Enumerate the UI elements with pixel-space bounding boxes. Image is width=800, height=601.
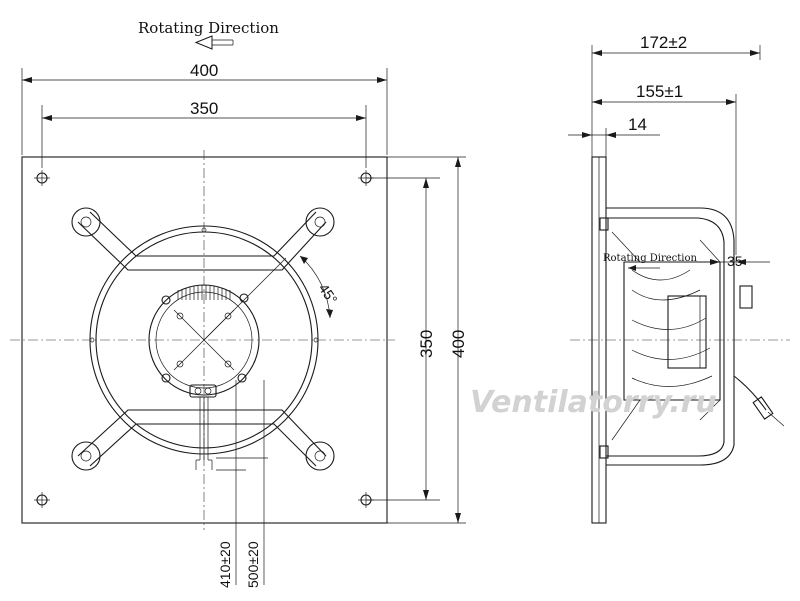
cable-dimensions: 410±20 500±20 (216, 380, 268, 588)
mounting-hole (34, 492, 50, 508)
cooling-fins (177, 285, 231, 300)
dim-400-height: 400 (449, 330, 468, 358)
rotating-direction-label: Rotating Direction (138, 19, 279, 37)
mounting-plate (21, 156, 388, 524)
mounting-hole (358, 492, 374, 508)
dim-35-inlet: 35 (727, 253, 743, 269)
watermark: Ventilatorry.ru (470, 385, 717, 420)
front-view: Rotating Direction 400 350 (10, 19, 468, 588)
side-rotating-direction-label: Rotating Direction (603, 253, 698, 264)
mounting-hole (34, 170, 50, 186)
side-rotating-arrow-icon (628, 265, 660, 271)
cable-gland (189, 384, 217, 470)
rotating-direction-arrow-icon (194, 35, 234, 50)
dimension-14: 14 (568, 115, 660, 157)
dim-155-depth: 155±1 (636, 82, 683, 101)
dim-cable-410: 410±20 (217, 541, 233, 588)
dim-172-depth: 172±2 (640, 33, 687, 52)
fan-housing (599, 207, 785, 466)
upper-support-bracket (71, 207, 335, 271)
mounting-hole (358, 170, 374, 186)
dim-14-plate: 14 (628, 115, 647, 134)
dimension-155: 155±1 (592, 82, 737, 255)
lower-support-bracket (71, 409, 335, 471)
angle-indicator: 45° (203, 255, 341, 341)
dim-350-width: 350 (190, 99, 218, 118)
dim-400-width: 400 (190, 61, 218, 80)
mounting-holes (34, 170, 374, 508)
dimension-350-right: 350 (366, 177, 440, 501)
dim-45-angle: 45° (316, 281, 341, 308)
side-view: 172±2 155±1 14 (568, 33, 790, 524)
dimension-400-right: 400 (387, 156, 468, 524)
dimension-400-top: 400 (21, 61, 388, 155)
dim-cable-500: 500±20 (245, 541, 261, 588)
dim-350-height: 350 (417, 330, 436, 358)
dimension-172: 172±2 (591, 33, 761, 157)
dimension-350-top: 350 (41, 99, 367, 168)
dimension-35: 35 (710, 253, 770, 269)
